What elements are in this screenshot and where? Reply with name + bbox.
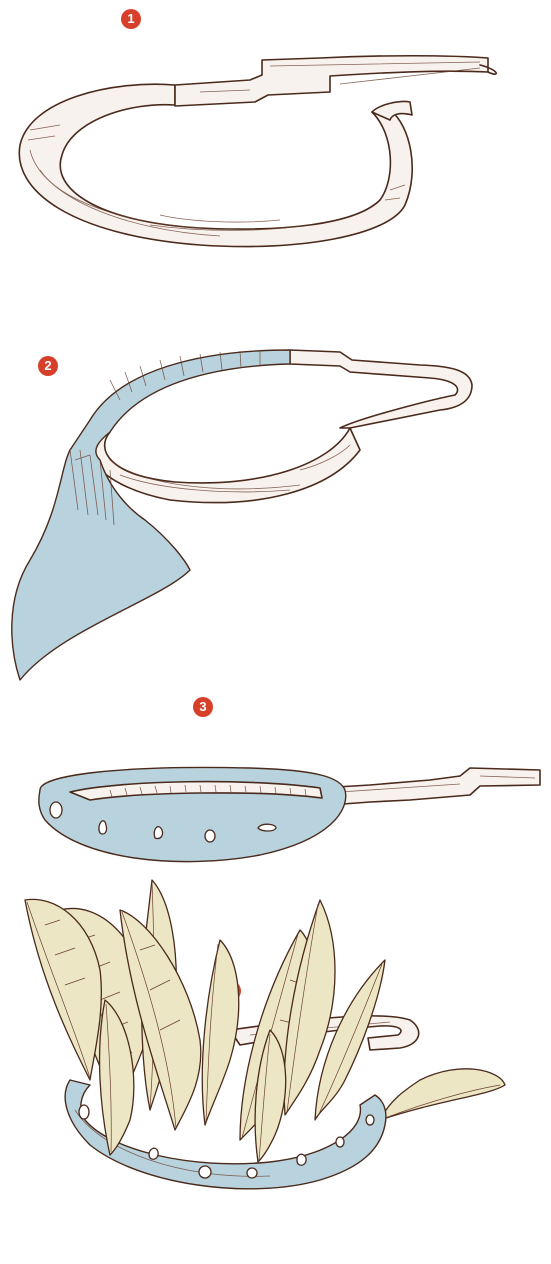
headband-with-fabric-drawing: [0, 300, 551, 680]
headband-drawing: [0, 0, 551, 300]
covered-band-with-holes-drawing: [0, 680, 551, 880]
step-3-illustration: 3: [0, 680, 551, 880]
step-2-illustration: 2: [0, 300, 551, 680]
headdress-with-feathers-drawing: [0, 880, 551, 1264]
step-4-illustration: 4: [0, 880, 551, 1264]
step-1-illustration: 1: [0, 0, 551, 300]
